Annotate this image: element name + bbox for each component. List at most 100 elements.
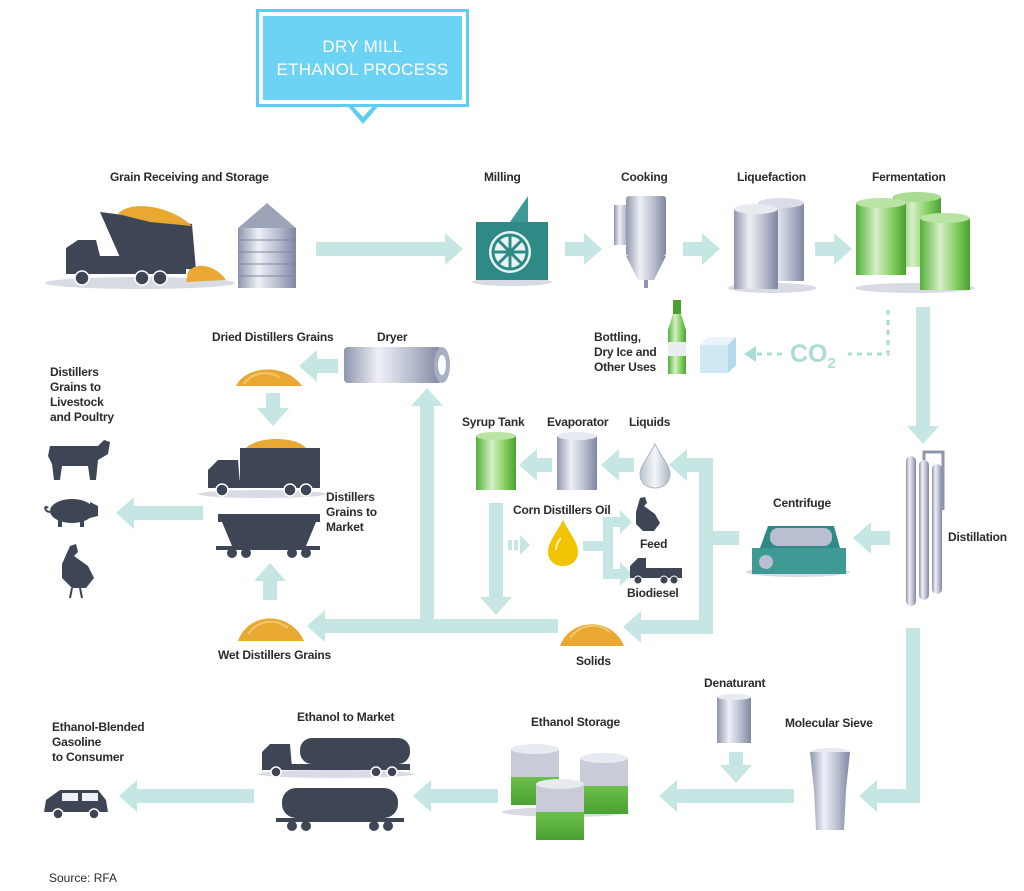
dried-grains-pile-icon bbox=[236, 369, 302, 386]
label-dried-distillers-grains: Dried Distillers Grains bbox=[212, 330, 334, 344]
label-centrifuge: Centrifuge bbox=[773, 496, 832, 510]
label-evaporator: Evaporator bbox=[547, 415, 609, 429]
arrow-to-solids bbox=[623, 611, 710, 643]
tanker-railcar-icon bbox=[276, 788, 404, 831]
centrifuge-icon bbox=[746, 526, 850, 577]
label-consumer-line-3: to Consumer bbox=[52, 750, 124, 764]
dry-ice-icon bbox=[700, 337, 736, 373]
label-bottling-line-3: Other Uses bbox=[594, 360, 657, 374]
pig-icon bbox=[44, 499, 98, 527]
label-solids: Solids bbox=[576, 654, 611, 668]
arrow-to-dryer bbox=[411, 388, 443, 625]
label-dryer: Dryer bbox=[377, 330, 408, 344]
arrow-distillation-to-sieve bbox=[859, 628, 920, 812]
arrow-to-biodiesel bbox=[603, 562, 632, 586]
arrow-storage-to-milling bbox=[316, 233, 463, 265]
label-liquefaction: Liquefaction bbox=[737, 170, 806, 184]
arrow-fermentation-to-distillation bbox=[907, 307, 939, 444]
label-biodiesel: Biodiesel bbox=[627, 586, 679, 600]
label-distillers-market: Distillers Grains to Market bbox=[326, 490, 377, 535]
fermentation-tanks-icon bbox=[855, 192, 975, 293]
arrow-liquids-to-evaporator bbox=[601, 449, 634, 481]
co2-text: CO bbox=[790, 340, 828, 368]
label-distillation: Distillation bbox=[948, 530, 1007, 544]
label-consumer: Ethanol-Blended Gasoline to Consumer bbox=[52, 720, 145, 765]
denaturant-tank-icon bbox=[717, 694, 751, 743]
label-bottling-line-1: Bottling, bbox=[594, 330, 641, 344]
car-icon bbox=[44, 790, 108, 820]
feed-chicken-icon bbox=[636, 497, 660, 531]
arrow-storage-to-market bbox=[413, 780, 498, 812]
bottle-icon bbox=[668, 300, 686, 374]
syrup-tank-icon bbox=[476, 432, 516, 490]
arrow-denaturant-down bbox=[720, 752, 752, 783]
ethanol-storage-tanks-icon bbox=[502, 744, 630, 840]
arrow-distillation-to-centrifuge bbox=[853, 522, 890, 554]
label-consumer-line-2: Gasoline bbox=[52, 735, 102, 749]
label-cooking: Cooking bbox=[621, 170, 668, 184]
arrow-wet-up bbox=[254, 563, 286, 600]
wet-grains-pile-icon bbox=[238, 618, 304, 641]
label-consumer-line-1: Ethanol-Blended bbox=[52, 720, 145, 734]
arrow-to-feed bbox=[603, 510, 632, 534]
label-fermentation: Fermentation bbox=[872, 170, 946, 184]
title-line-2: ETHANOL PROCESS bbox=[276, 60, 449, 79]
arrow-liquefaction-to-fermentation bbox=[815, 233, 852, 265]
label-liquids: Liquids bbox=[629, 415, 671, 429]
distillers-railcar-icon bbox=[216, 514, 320, 558]
arrow-syrup-down bbox=[480, 503, 512, 615]
flow-arrows bbox=[116, 233, 939, 812]
arrow-market-to-consumer bbox=[119, 780, 254, 812]
arrow-oil-dashed bbox=[508, 535, 530, 555]
co2-dashed-line bbox=[755, 310, 890, 356]
molecular-sieve-icon bbox=[810, 748, 850, 830]
source-credit: Source: RFA bbox=[49, 871, 118, 885]
co2-arrow-head bbox=[744, 346, 756, 362]
label-wet-distillers-grains: Wet Distillers Grains bbox=[218, 648, 331, 662]
label-co2: CO2 bbox=[790, 340, 836, 372]
tanker-truck-icon bbox=[258, 738, 414, 778]
liquids-drop-icon bbox=[639, 442, 671, 489]
label-bottling: Bottling, Dry Ice and Other Uses bbox=[594, 330, 657, 375]
label-bottling-line-2: Dry Ice and bbox=[594, 345, 657, 359]
evaporator-icon bbox=[557, 432, 597, 490]
arrow-sieve-to-storage bbox=[659, 780, 794, 812]
biodiesel-truck-icon bbox=[630, 558, 682, 585]
grain-silo-icon bbox=[238, 203, 296, 288]
label-distillers-market-line-3: Market bbox=[326, 520, 364, 534]
label-denaturant: Denaturant bbox=[704, 676, 766, 690]
distillation-columns-icon bbox=[906, 450, 945, 606]
label-corn-oil: Corn Distillers Oil bbox=[513, 503, 611, 517]
label-livestock-line-1: Distillers bbox=[50, 365, 99, 379]
arrow-to-livestock bbox=[116, 497, 203, 529]
corn-oil-drop-icon bbox=[548, 520, 578, 566]
label-livestock: Distillers Grains to Livestock and Poult… bbox=[50, 365, 114, 425]
co2-subscript: 2 bbox=[827, 355, 836, 372]
label-livestock-line-4: and Poultry bbox=[50, 410, 114, 424]
label-ethanol-storage: Ethanol Storage bbox=[531, 715, 621, 729]
label-feed: Feed bbox=[640, 537, 668, 551]
cow-icon bbox=[48, 440, 110, 480]
cooker-icon bbox=[614, 196, 666, 288]
title-box: DRY MILL ETHANOL PROCESS bbox=[256, 9, 469, 107]
arrow-dryer-to-dried bbox=[299, 350, 338, 382]
arrow-evaporator-to-syrup bbox=[519, 449, 552, 481]
arrow-cooking-to-liquefaction bbox=[683, 233, 720, 265]
dryer-icon bbox=[344, 347, 450, 383]
label-ethanol-market: Ethanol to Market bbox=[297, 710, 395, 724]
mill-icon bbox=[472, 196, 552, 286]
label-syrup-tank: Syrup Tank bbox=[462, 415, 525, 429]
label-grain-receiving: Grain Receiving and Storage bbox=[110, 170, 269, 184]
arrow-to-liquids bbox=[669, 449, 706, 481]
arrow-dried-down bbox=[257, 393, 289, 426]
label-milling: Milling bbox=[484, 170, 521, 184]
title-line-1: DRY MILL bbox=[322, 37, 403, 56]
label-livestock-line-3: Livestock bbox=[50, 395, 104, 409]
arrow-solids-to-wet-grains bbox=[307, 610, 558, 642]
label-livestock-line-2: Grains to bbox=[50, 380, 101, 394]
grain-truck-icon bbox=[45, 206, 235, 289]
distillers-truck-icon bbox=[198, 439, 326, 498]
liquefaction-tanks-icon bbox=[728, 198, 816, 293]
label-distillers-market-line-1: Distillers bbox=[326, 490, 375, 504]
